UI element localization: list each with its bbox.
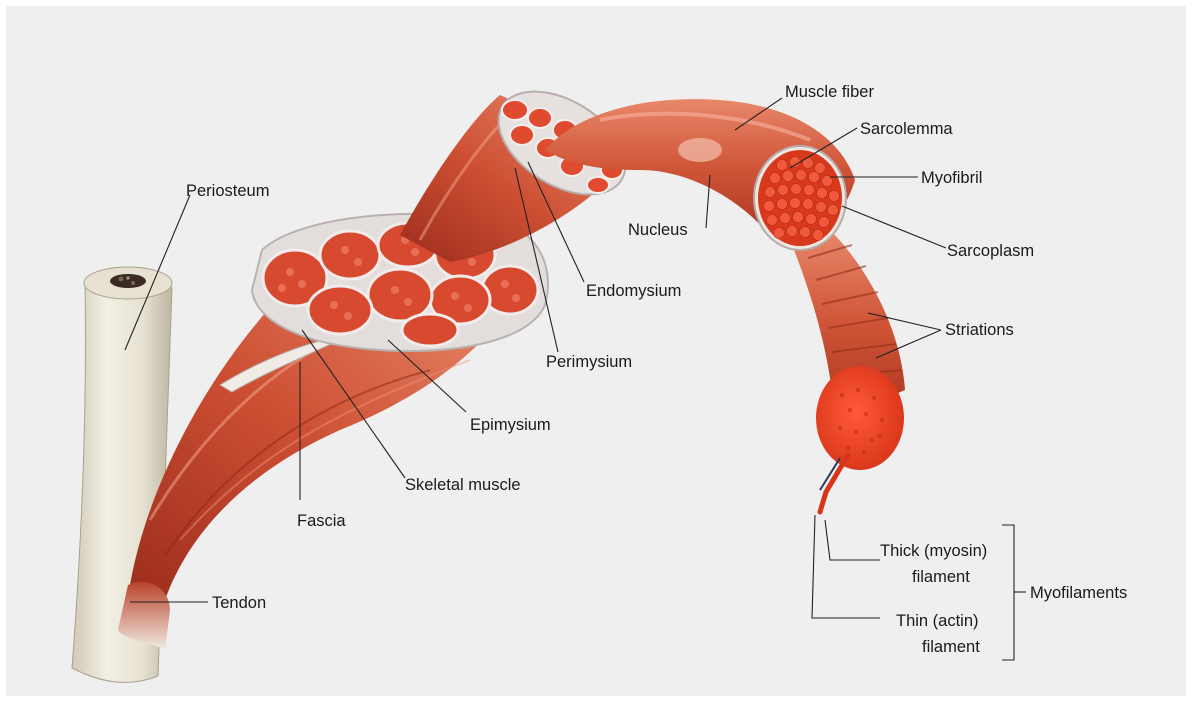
label-sarcolemma: Sarcolemma	[860, 120, 953, 138]
label-epimysium: Epimysium	[470, 416, 551, 434]
label-myofilaments: Myofilaments	[1030, 584, 1127, 602]
label-perimysium: Perimysium	[546, 353, 632, 371]
myofibril-end	[816, 366, 904, 470]
label-tendon: Tendon	[212, 594, 266, 612]
label-periosteum: Periosteum	[186, 182, 269, 200]
label-nucleus: Nucleus	[628, 221, 688, 239]
label-thin-filament-1: Thin (actin)	[896, 612, 979, 630]
label-sarcoplasm: Sarcoplasm	[947, 242, 1034, 260]
label-endomysium: Endomysium	[586, 282, 681, 300]
label-thick-filament-2: filament	[912, 568, 970, 586]
nucleus-bulge	[678, 138, 722, 162]
label-thick-filament-1: Thick (myosin)	[880, 542, 987, 560]
label-muscle-fiber: Muscle fiber	[785, 83, 874, 101]
label-skeletal-muscle: Skeletal muscle	[405, 476, 521, 494]
label-thin-filament-2: filament	[922, 638, 980, 656]
paper	[6, 6, 1186, 696]
label-fascia: Fascia	[297, 512, 346, 530]
label-myofibril: Myofibril	[921, 169, 982, 187]
marrow-cavity	[110, 274, 146, 288]
label-striations: Striations	[945, 321, 1014, 339]
